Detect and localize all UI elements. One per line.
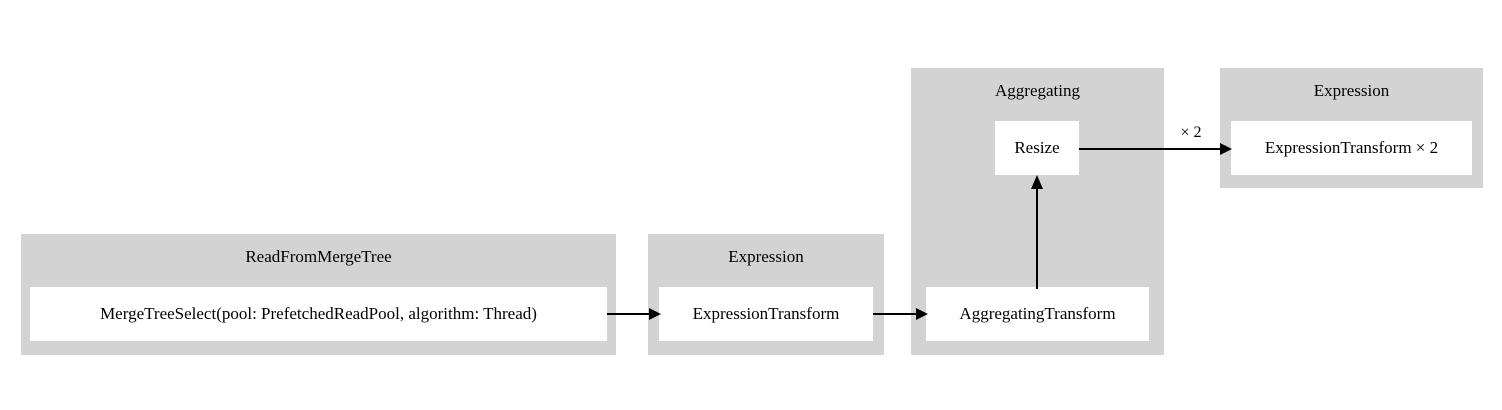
edge-expression-transform-to-aggregating-transform: [873, 304, 930, 324]
cluster-label-read-from-merge-tree: ReadFromMergeTree: [245, 247, 392, 266]
edge-merge-tree-select-to-expression-transform: [607, 304, 663, 324]
node-aggregating-transform[interactable]: AggregatingTransform: [926, 287, 1149, 341]
edge-aggregating-transform-to-resize: [1027, 173, 1047, 289]
node-resize[interactable]: Resize: [995, 121, 1079, 175]
node-expression-transform[interactable]: ExpressionTransform: [659, 287, 873, 341]
cluster-label-expression-1: Expression: [728, 247, 804, 266]
cluster-label-aggregating: Aggregating: [995, 81, 1080, 100]
node-merge-tree-select[interactable]: MergeTreeSelect(pool: PrefetchedReadPool…: [30, 287, 607, 341]
edge-resize-to-expression-transform-x2: [1079, 139, 1235, 159]
edge-label-resize-to-expression-transform-x2: × 2: [1180, 124, 1202, 141]
cluster-label-expression-2: Expression: [1313, 81, 1390, 100]
node-expression-transform-x2[interactable]: ExpressionTransform × 2: [1231, 121, 1472, 175]
